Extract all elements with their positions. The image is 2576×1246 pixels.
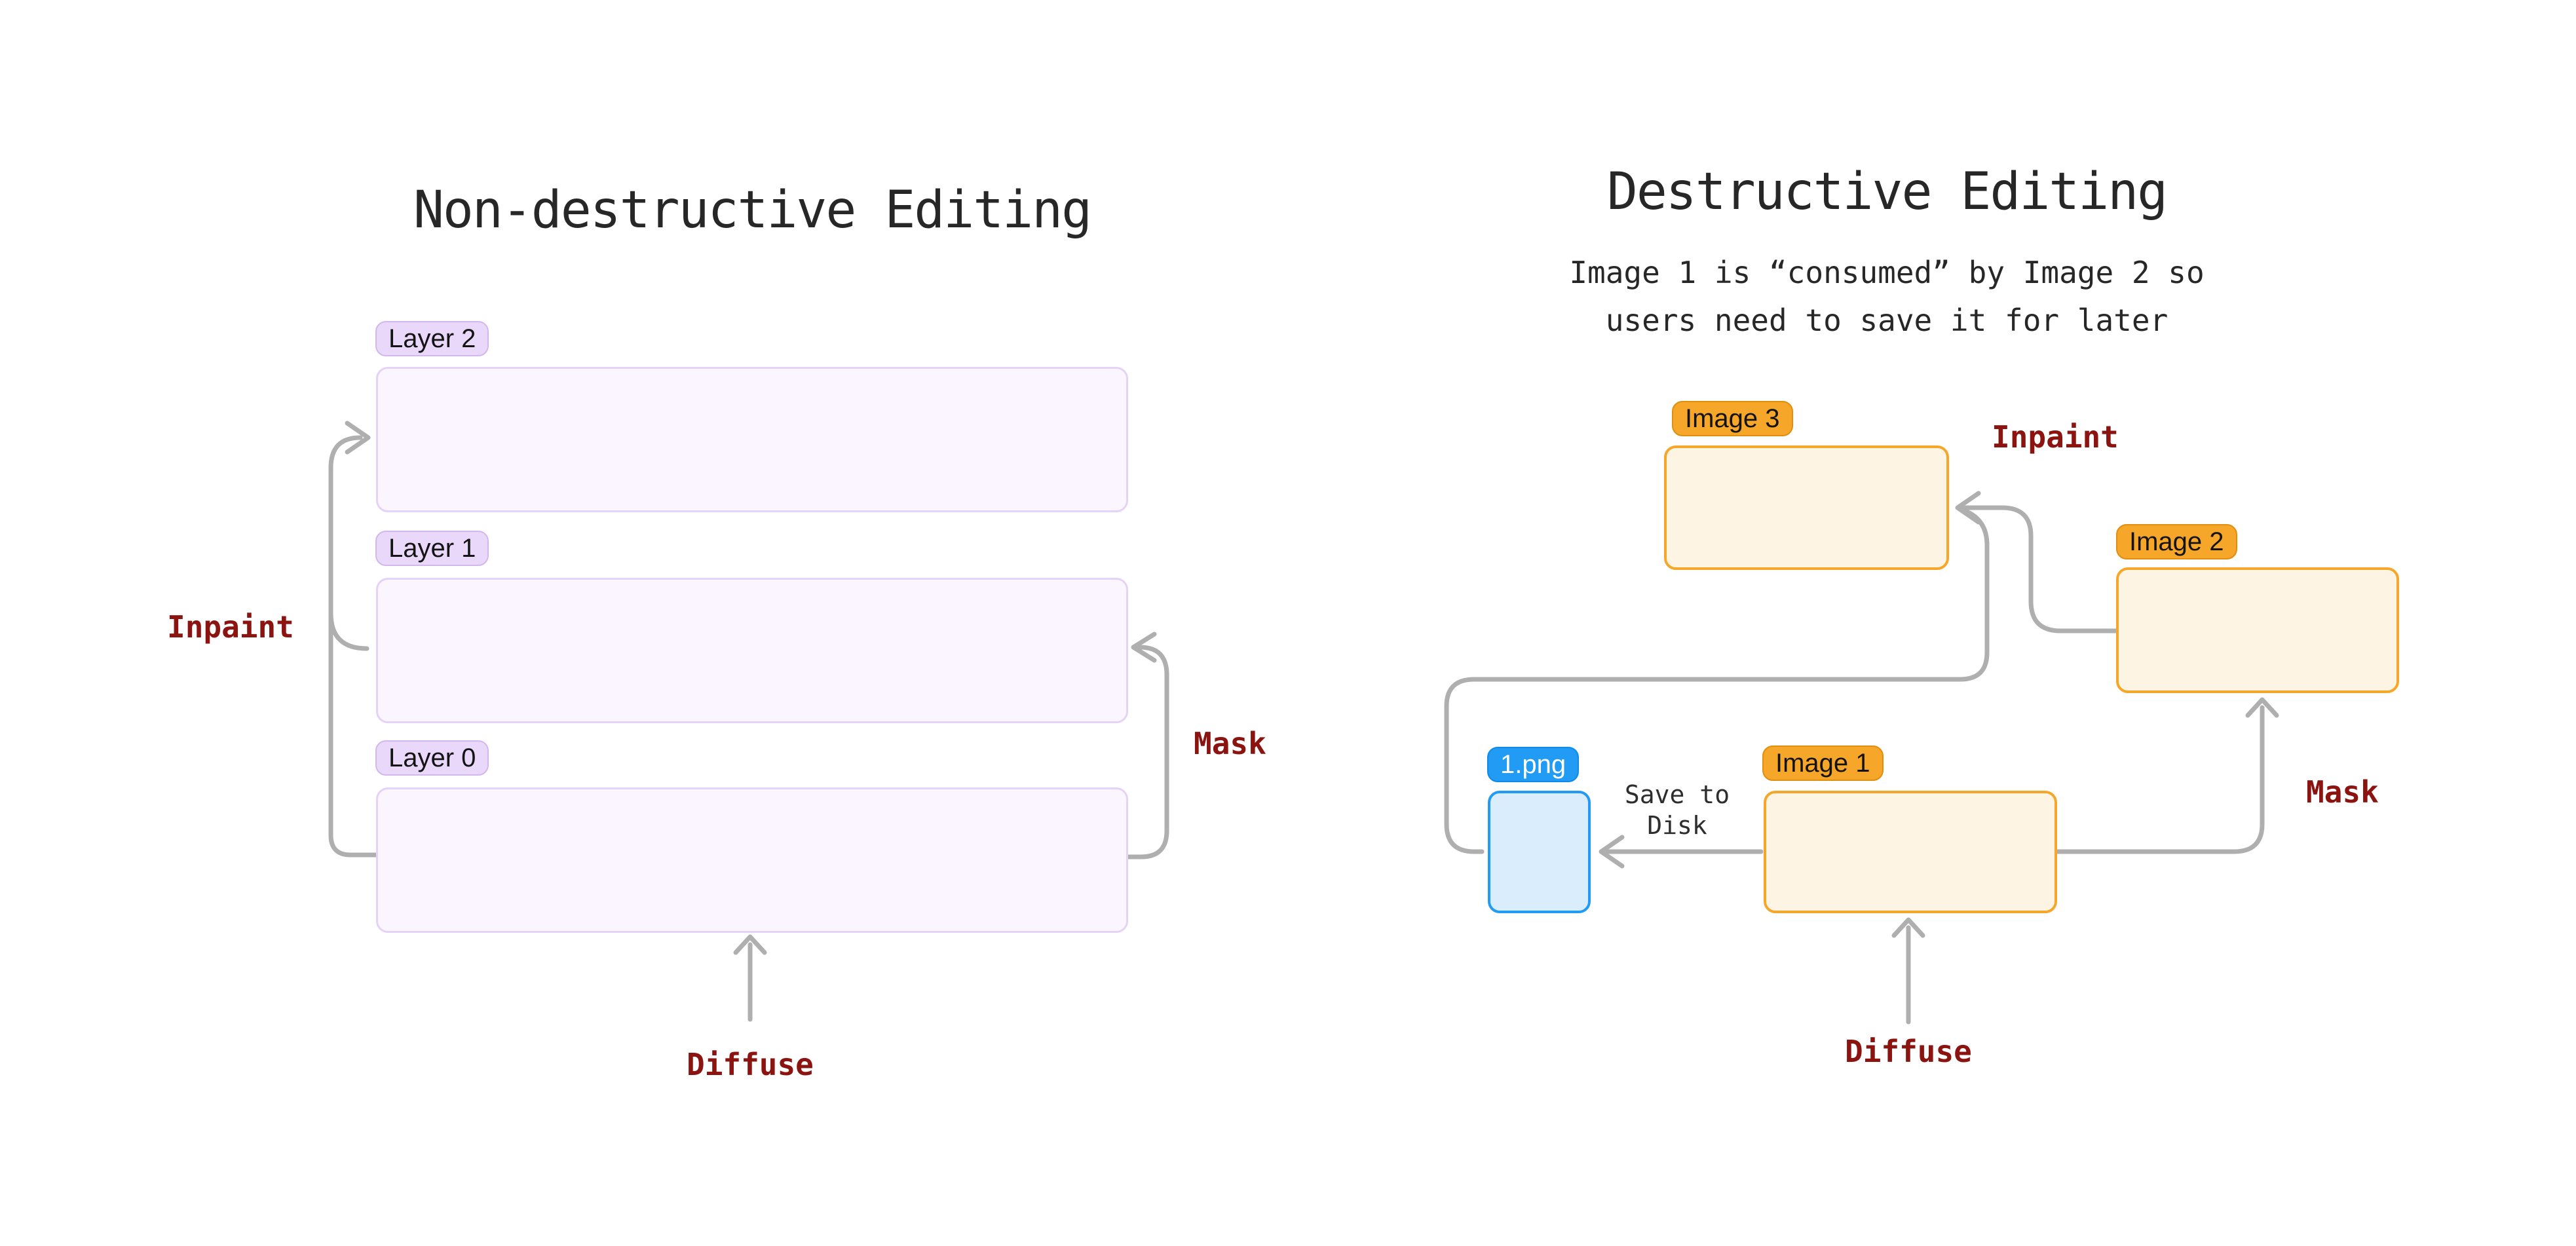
right-mask-arrow xyxy=(2055,697,2279,854)
save-arrowhead xyxy=(1599,835,1625,869)
image-3-box xyxy=(1664,445,1949,570)
image-2-label: Image 2 xyxy=(2116,524,2237,559)
left-panel-title: Non-destructive Editing xyxy=(413,181,1092,240)
left-diffuse-annotation: Diffuse xyxy=(687,1047,814,1082)
layer-2-label: Layer 2 xyxy=(375,321,489,356)
right-diffuse-annotation: Diffuse xyxy=(1845,1034,1972,1069)
file-1png-box xyxy=(1488,791,1591,913)
layer-1-label: Layer 1 xyxy=(375,531,489,566)
right-inpaint-annotation: Inpaint xyxy=(1992,419,2119,455)
image-3-label: Image 3 xyxy=(1672,401,1793,436)
left-mask-arrowhead xyxy=(1131,632,1157,663)
image-1-box xyxy=(1764,791,2057,913)
right-diffuse-arrow xyxy=(1891,917,1925,1025)
left-diffuse-arrow xyxy=(733,934,767,1022)
right-inpaint-arrow xyxy=(1955,491,2119,633)
left-inpaint-arrowhead xyxy=(345,421,371,455)
layer-1-box xyxy=(376,578,1128,723)
left-inpaint-branch xyxy=(328,611,369,651)
subtitle-line-2: users need to save it for later xyxy=(1605,303,2169,338)
right-mask-arrowhead xyxy=(2245,697,2279,718)
right-panel-subtitle: Image 1 is “consumed” by Image 2 so user… xyxy=(1487,249,2286,345)
right-diffuse-arrowhead xyxy=(1891,917,1925,938)
image-2-box xyxy=(2116,567,2399,693)
left-inpaint-annotation: Inpaint xyxy=(167,609,294,645)
right-panel-title: Destructive Editing xyxy=(1606,162,2168,221)
layer-0-box xyxy=(376,787,1128,933)
save-note-line-2: Disk xyxy=(1647,811,1707,840)
right-inpaint-arrowhead xyxy=(1955,491,1981,525)
left-diffuse-arrowhead xyxy=(733,934,767,955)
layer-2-box xyxy=(376,367,1128,512)
image-1-label: Image 1 xyxy=(1762,746,1884,781)
file-1png-label: 1.png xyxy=(1487,747,1580,782)
layer-0-label: Layer 0 xyxy=(375,740,489,776)
subtitle-line-1: Image 1 is “consumed” by Image 2 so xyxy=(1569,255,2205,290)
right-mask-annotation: Mask xyxy=(2306,774,2379,810)
left-mask-annotation: Mask xyxy=(1194,726,1266,761)
save-to-disk-note: Save to Disk xyxy=(1599,780,1756,841)
left-inpaint-arrow xyxy=(328,421,379,858)
save-to-disk-arrow xyxy=(1599,835,1764,869)
save-note-line-1: Save to xyxy=(1624,780,1730,809)
left-mask-arrow xyxy=(1126,632,1169,859)
